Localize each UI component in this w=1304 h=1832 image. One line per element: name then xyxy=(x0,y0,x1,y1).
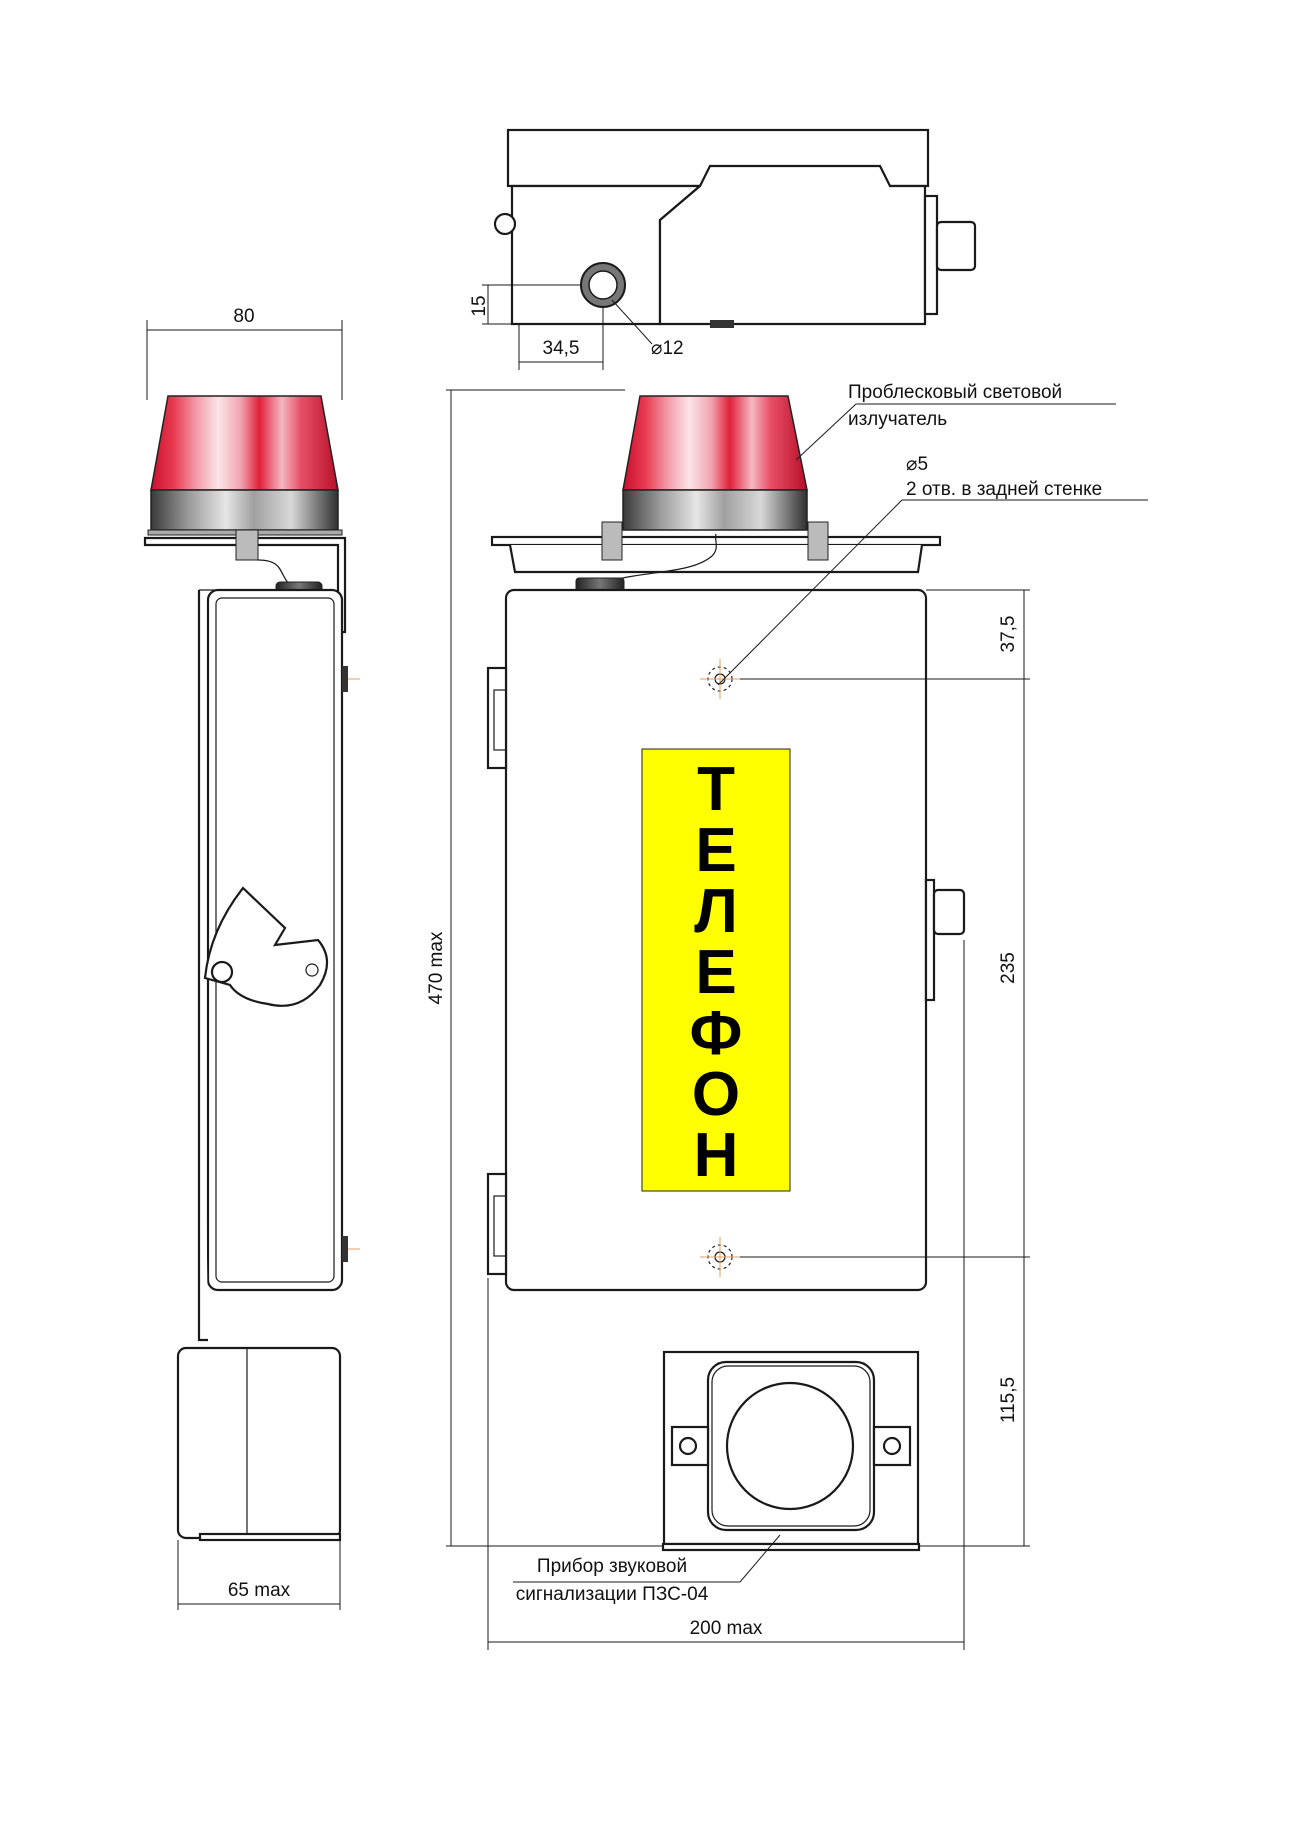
front-view xyxy=(446,389,1148,1650)
siren-label-2: сигнализации ПЗС-04 xyxy=(516,1584,709,1605)
beacon-lens xyxy=(150,395,339,491)
mount-bottom-dim: 115,5 xyxy=(998,1377,1019,1423)
telephone-sign xyxy=(641,748,791,1192)
hole-height-dim: 15 xyxy=(469,295,490,316)
sign-letter: О xyxy=(692,1060,740,1129)
speaker-icon xyxy=(725,1381,855,1511)
sign-letters: Т Е Л Е Ф О Н xyxy=(690,755,743,1190)
beacon-label: Проблесковый световой xyxy=(848,382,1062,403)
latch-icon xyxy=(203,886,329,1007)
sign-letter: Т xyxy=(697,755,735,824)
front-beacon-lens xyxy=(622,395,808,491)
total-height-dim: 470 max xyxy=(426,931,447,1004)
sign-letter: Е xyxy=(695,938,736,1007)
top-view xyxy=(482,128,977,370)
siren-label: Прибор звуковой xyxy=(537,1556,687,1577)
mount-spacing-dim: 235 xyxy=(998,952,1019,984)
hole-diameter-dim: ⌀12 xyxy=(651,338,684,359)
side-depth-dim: 65 max xyxy=(228,1580,291,1601)
hole-offset-dim: 34,5 xyxy=(543,338,580,359)
sign-letter: Л xyxy=(694,877,738,946)
side-view xyxy=(143,320,360,1610)
mount-holes-label: 2 отв. в задней стенке xyxy=(906,479,1102,500)
front-width-dim: 200 max xyxy=(690,1618,763,1639)
sign-letter: Е xyxy=(695,816,736,885)
sign-letter: Ф xyxy=(690,999,743,1068)
beacon-label-2: излучатель xyxy=(848,409,947,430)
lug-icon xyxy=(493,212,517,236)
mount-hole-diameter: ⌀5 xyxy=(906,454,928,475)
side-width-dim: 80 xyxy=(233,306,254,327)
mount-top-dim: 37,5 xyxy=(998,616,1019,653)
sign-letter: Н xyxy=(694,1121,739,1190)
